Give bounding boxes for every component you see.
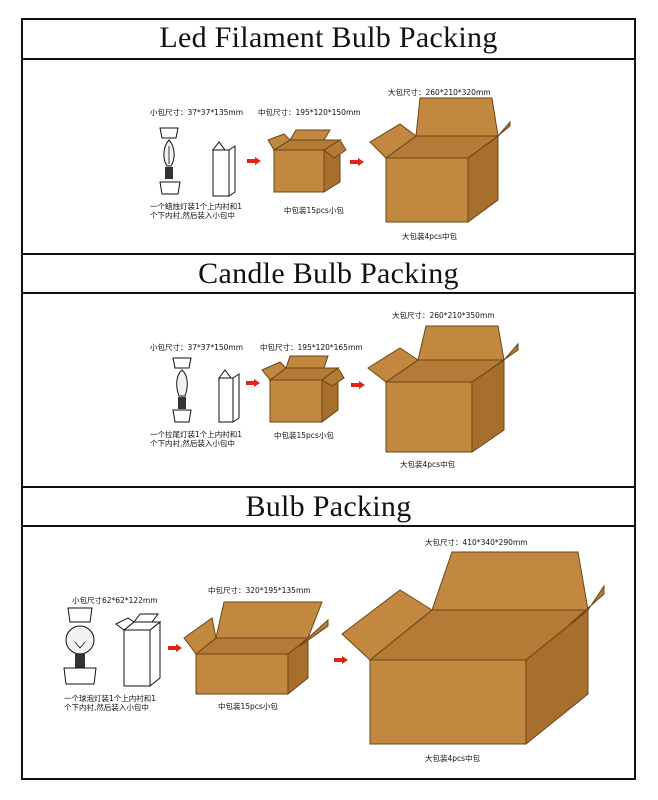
section-3-small-box-icon [115,613,162,688]
section-1-small-box-icon [212,141,236,197]
section-3-small-note-line-2: 个下内衬,然后装入小包中 [64,703,149,713]
section-2-arrow-1 [246,379,260,387]
section-2-small-box-size: 小包尺寸：37*37*150mm [150,343,244,352]
section-2-small-note-line-2: 个下内衬,然后装入小包中 [150,439,235,449]
document-frame [21,18,636,780]
section-1-middle-box-size: 中包尺寸：195*120*150mm [258,108,361,117]
candle-bulb-with-inserts-illustration [172,357,192,423]
section-1-small-note-line-2: 个下内衬,然后装入小包中 [150,211,235,221]
section-3-big-note: 大包装4pcs中包 [425,754,481,763]
globe-bulb-with-inserts-illustration [63,607,97,685]
section-2-arrow-2 [351,381,365,389]
section-1-middle-note: 中包装15pcs小包 [284,206,344,215]
section-2-title: Candle Bulb Packing [198,256,459,290]
section-3-big-box-size: 大包尺寸：410*340*290mm [425,538,528,547]
section-1-big-box-size: 大包尺寸：260*210*320mm [388,88,491,97]
section-1-big-note: 大包装4pcs中包 [402,232,458,241]
section-2-big-box-size: 大包尺寸：260*210*350mm [392,311,495,320]
section-3-small-note-line-1: 一个球泡灯装1个上内衬和1 [64,694,157,703]
section-1-big-carton-icon [369,97,511,223]
section-1-middle-carton-icon [267,129,347,193]
section-1-arrow-2 [350,158,364,166]
section-2-middle-box-size: 中包尺寸：195*120*165mm [260,343,363,352]
section-3-big-carton-icon [341,551,605,746]
section-1-small-note-line-1: 一个蜡烛灯装1个上内衬和1 [150,202,243,211]
section-2-title-band: Candle Bulb Packing [21,253,636,294]
section-3-arrow-1 [168,644,182,652]
section-2-small-note: 一个拉尾灯装1个上内衬和1 个下内衬,然后装入小包中 [150,430,242,449]
section-1-small-note: 一个蜡烛灯装1个上内衬和1 个下内衬,然后装入小包中 [150,202,242,221]
section-2-small-note-line-1: 一个拉尾灯装1个上内衬和1 [150,430,243,439]
filament-bulb-with-inserts-illustration [159,127,181,195]
section-3-small-note: 一个球泡灯装1个上内衬和1 个下内衬,然后装入小包中 [64,694,156,713]
section-1-arrow-1 [247,157,261,165]
section-3-arrow-2 [334,656,348,664]
section-2-middle-note: 中包装15pcs小包 [274,431,334,440]
section-1-small-box-size: 小包尺寸：37*37*135mm [150,108,244,117]
section-2-big-note: 大包装4pcs中包 [400,460,456,469]
section-3-middle-carton-icon [183,601,329,696]
section-3-title-band: Bulb Packing [21,486,636,527]
section-3-small-box-size: 小包尺寸62*62*122mm [72,596,158,605]
section-3-title: Bulb Packing [245,489,412,523]
section-3-middle-box-size: 中包尺寸：320*195*135mm [208,586,311,595]
section-1-title-band: Led Filament Bulb Packing [21,18,636,60]
section-3-middle-note: 中包装15pcs小包 [218,702,278,711]
section-2-middle-carton-icon [261,355,345,423]
section-1-title: Led Filament Bulb Packing [159,21,498,54]
section-2-big-carton-icon [367,325,519,453]
section-2-small-box-icon [218,369,240,423]
